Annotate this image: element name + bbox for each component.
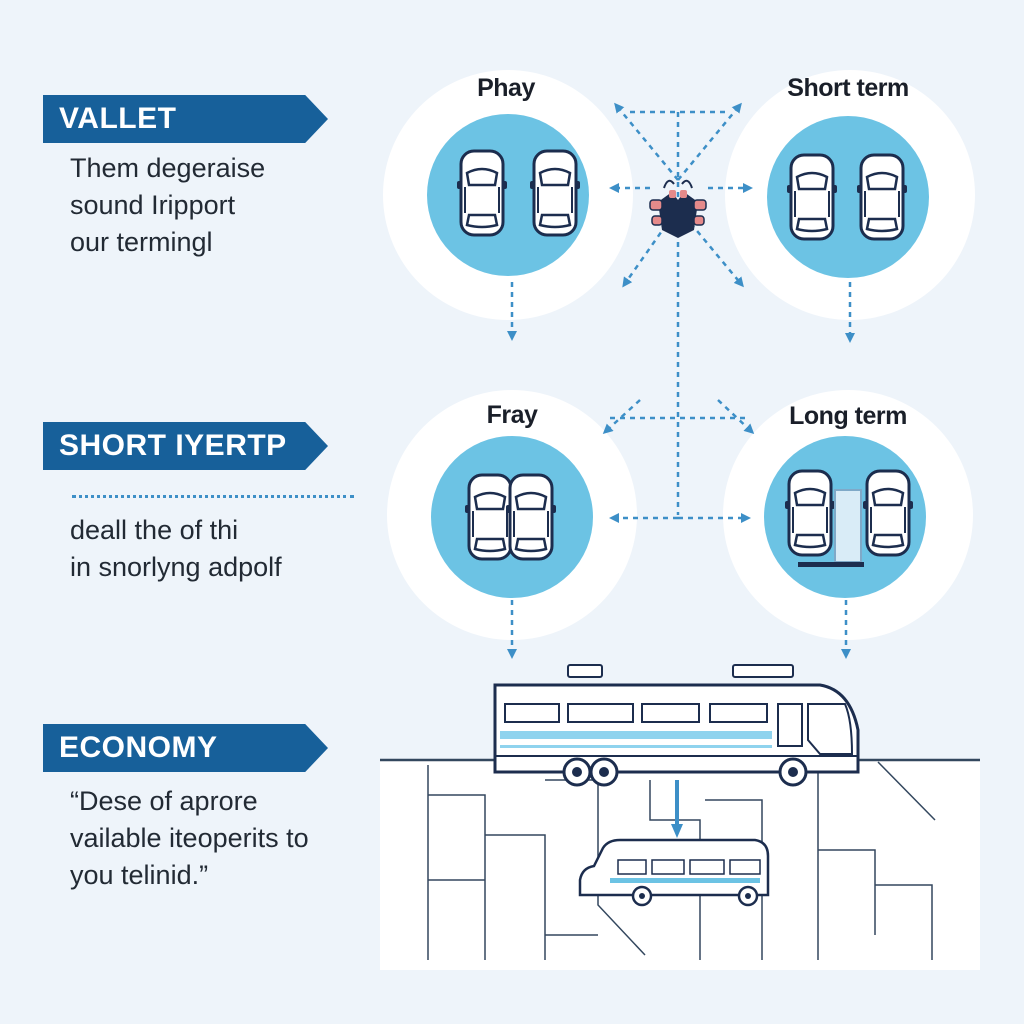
hub-figure-icon — [649, 179, 707, 238]
section-line: sound Iripport — [70, 190, 236, 220]
car-top-view-icon — [783, 469, 837, 557]
connector-arrows — [507, 102, 855, 659]
section-banner-economy: ECONOMY — [43, 724, 328, 772]
parked-cars — [455, 149, 915, 567]
arrow-hub-top-right — [677, 102, 742, 181]
car-top-view-icon — [855, 153, 909, 241]
section-banner-short-term: SHORT IYERTP — [43, 422, 328, 470]
kiosk-panel-icon — [834, 489, 862, 563]
shuttle-van-icon — [578, 838, 770, 907]
car-top-view-icon — [463, 473, 517, 561]
section-line: our termingl — [70, 227, 213, 257]
section-description-short-term: deall the of thi in snorlyng adpolf — [70, 512, 390, 586]
section-line: Them degeraise — [70, 153, 266, 183]
lot-label-fray: Fray — [486, 401, 538, 429]
arrow-hub-bottom-right — [677, 207, 744, 288]
section-line: vailable iteoperits to — [70, 823, 309, 853]
section-banner-valet: VALLET — [43, 95, 328, 143]
section-line: you telinid.” — [70, 860, 209, 890]
kiosk-base-icon — [798, 562, 864, 567]
car-top-view-icon — [785, 153, 839, 241]
section-line: deall the of thi — [70, 515, 239, 545]
shuttle-bus-icon — [493, 664, 860, 787]
section-description-economy: “Dese of aprore vailable iteoperits to y… — [70, 783, 390, 894]
section-divider — [72, 495, 354, 498]
lot-label-short-term: Short term — [787, 74, 909, 102]
section-line: in snorlyng adpolf — [70, 552, 282, 582]
car-top-view-icon — [504, 473, 558, 561]
lot-label-phay: Phay — [477, 74, 535, 102]
car-top-view-icon — [861, 469, 915, 557]
arrow-mid-cross-left — [602, 399, 641, 435]
lot-label-long-term: Long term — [789, 402, 907, 430]
section-description-valet: Them degeraise sound Iripport our termin… — [70, 150, 390, 261]
arrow-hub-top-left — [614, 102, 679, 181]
section-line: “Dese of aprore — [70, 786, 258, 816]
car-top-view-icon — [455, 149, 509, 237]
car-top-view-icon — [528, 149, 582, 237]
arrow-mid-cross-right — [717, 399, 755, 435]
